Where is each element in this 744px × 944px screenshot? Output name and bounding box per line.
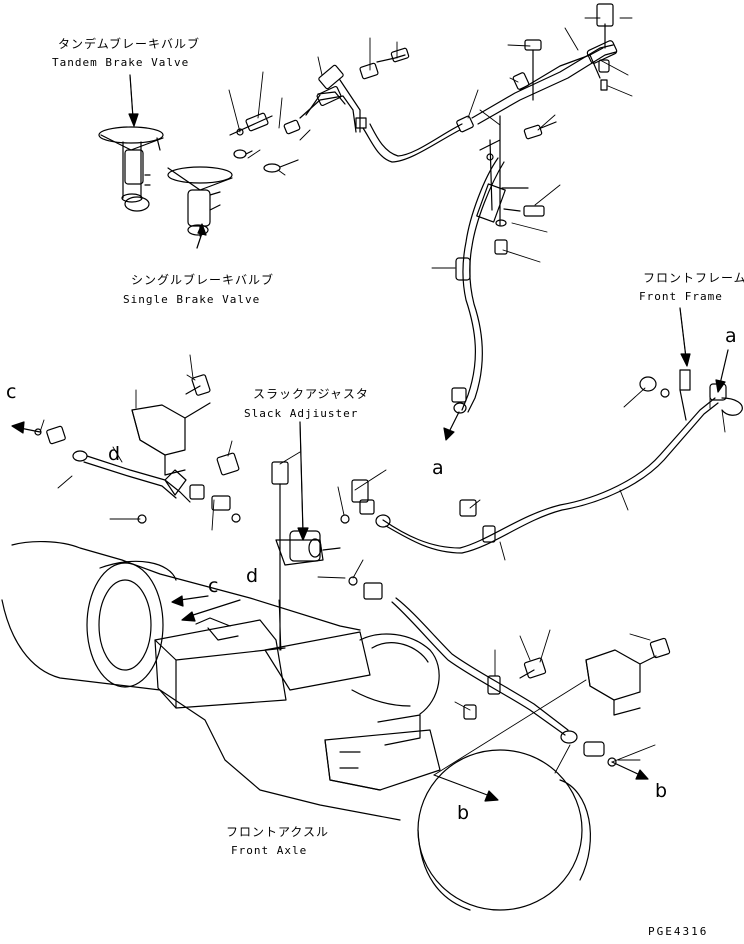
single-brake-valve-label-jp: シングルブレーキバルブ <box>131 273 275 287</box>
front-frame-label-en: Front Frame <box>639 290 723 303</box>
callout-arrows <box>11 74 729 802</box>
pipe-end-nut <box>375 514 391 528</box>
lower-pipe-end-nut <box>560 730 578 744</box>
pipe-clamp <box>482 525 496 543</box>
front-axle-label-en: Front Axle <box>231 844 308 857</box>
front-axle-label-jp: フロントアクスル <box>226 825 330 839</box>
drawing-code: PGE4316 <box>648 925 709 938</box>
callout-a-frame: a <box>725 325 737 347</box>
slack-adjuster-label-en: Slack Adjiuster <box>244 407 359 420</box>
hose-fitting <box>456 115 474 133</box>
brake-pipe-middle <box>382 397 719 554</box>
upper-valve-fittings <box>229 47 410 173</box>
tandem-brake-valve-label-jp: タンデムブレーキバルブ <box>58 37 201 51</box>
slack-adjuster-label-jp: スラックアジャスタ <box>253 387 369 401</box>
callout-d-axle: d <box>246 565 259 587</box>
callout-a-hose: a <box>432 457 444 479</box>
callout-b-axle: b <box>457 802 470 824</box>
callout-c-left: c <box>6 381 17 403</box>
brake-pipe-lower <box>391 597 569 736</box>
lower-right-seal <box>607 757 617 767</box>
hose-clamp <box>455 257 471 281</box>
front-frame-fittings <box>639 369 743 421</box>
hose-end-fitting <box>451 387 467 403</box>
tandem-brake-valve-label-en: Tandem Brake Valve <box>52 56 190 69</box>
pipe-clamp-bolt <box>459 499 477 517</box>
front-axle-drawing <box>1 540 591 911</box>
lower-pipe-clamp <box>487 675 501 695</box>
tandem-brake-valve-drawing <box>98 126 164 212</box>
brake-hose-upper <box>362 123 463 163</box>
upper-pipe-assembly <box>471 3 618 255</box>
right-lower-bracket <box>463 637 671 720</box>
hose-end-nut <box>453 402 467 414</box>
callout-b-right: b <box>655 780 668 802</box>
callout-d-left: d <box>108 443 121 465</box>
callout-c-axle: c <box>208 575 219 597</box>
left-bracket-assembly <box>34 374 241 524</box>
front-frame-label-jp: フロントフレーム <box>643 271 744 285</box>
lower-right-fitting <box>583 741 605 757</box>
single-brake-valve-drawing <box>167 166 233 237</box>
brake-hose-to-a <box>461 157 505 413</box>
single-brake-valve-label-en: Single Brake Valve <box>123 293 261 306</box>
leader-lines <box>39 17 726 776</box>
